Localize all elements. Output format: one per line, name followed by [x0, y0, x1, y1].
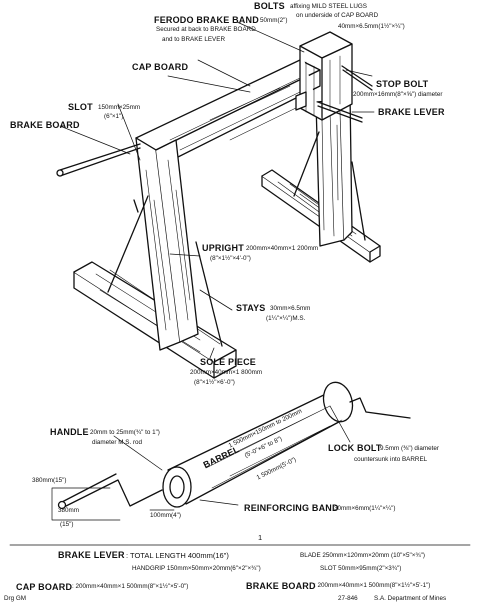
right-stays [293, 131, 366, 241]
label-sole-piece-title: SOLE PIECE [200, 357, 257, 367]
label-stop-bolt-title: STOP BOLT [376, 79, 429, 89]
label-upright-dims2: (8"×1½"×4'-0") [210, 255, 251, 262]
label-slot-dims2: (6"×1") [104, 113, 124, 120]
label-ferodo-dim: 50mm(2") [260, 17, 288, 24]
label-dim-380a: 380mm(15") [32, 477, 67, 484]
label-bolts-line2: on underside of CAP BOARD [296, 12, 379, 19]
legend-handgrip: HANDGRIP 150mm×50mm×20mm(6"×2"×¾") [132, 565, 261, 572]
label-stays-dims1: 30mm×6.5mm [270, 305, 311, 312]
label-cap-board: CAP BOARD [132, 62, 189, 72]
slot-pin [133, 199, 139, 213]
legend-blade: BLADE 250mm×120mm×20mm (10"×5"×¾") [300, 552, 426, 559]
label-lock-bolt-title: LOCK BOLT [328, 443, 382, 453]
label-handle-title: HANDLE [50, 427, 89, 437]
label-upright-title: UPRIGHT [202, 243, 244, 253]
brake-board-top [295, 31, 353, 121]
legend-cap-board-text: : 200mm×40mm×1 500mm(8"×1½"×5'-0") [72, 583, 189, 590]
barrel-handle [61, 479, 163, 509]
barrel [162, 381, 354, 508]
source-credit: S.A. Department of Mines [374, 595, 447, 602]
label-slot-title: SLOT [68, 102, 93, 112]
legend-brake-lever-title: BRAKE LEVER [58, 550, 125, 560]
label-bolts-dims: 40mm×6.5mm(1½"×¼") [338, 23, 405, 30]
legend-brake-board-text: : 200mm×40mm×1 500mm(8"×1½"×5'-1") [314, 582, 431, 589]
stop-bolt [341, 65, 373, 91]
legend-cap-board-title: CAP BOARD [16, 582, 73, 592]
label-dim-380b: 380mm [58, 507, 79, 514]
label-sole-piece-dims1: 200mm×40mm×1 800mm [190, 369, 263, 376]
label-reinforcing-title: REINFORCING BAND [244, 503, 339, 513]
drawing-number: Drg GM [4, 595, 27, 602]
label-lock-bolt-dims1: 9.5mm (⅜") diameter [380, 445, 439, 452]
reference-number: 27-846 [338, 595, 358, 602]
label-handle-dims2: diameter M.S. rod [92, 439, 143, 446]
frame-handle [59, 143, 141, 177]
label-stays-title: STAYS [236, 303, 266, 313]
legend-brake-lever-text: : TOTAL LENGTH 400mm(16") [126, 551, 229, 560]
label-lock-bolt-dims2: countersunk into BARREL [354, 456, 428, 463]
label-upright-dims1: 200mm×40mm×1 200mm [246, 245, 319, 252]
label-brake-lever: BRAKE LEVER [378, 107, 445, 117]
label-dim-15: (15") [60, 521, 74, 528]
label-reinforcing-dims: 30mm×6mm(1¼"×¼") [334, 505, 396, 512]
label-stop-bolt-dims: 200mm×16mm(8"×⅝") diameter [353, 91, 443, 98]
legend-slot: SLOT 50mm×95mm(2"×3¾") [320, 565, 402, 572]
label-bolts-line1: affixing MILD STEEL LUGS [290, 3, 367, 10]
label-ferodo-line2: and to BRAKE LEVER [162, 36, 226, 43]
label-bolts-title: BOLTS [254, 1, 285, 11]
label-brake-board: BRAKE BOARD [10, 120, 80, 130]
label-slot-dims1: 150mm×25mm [98, 104, 141, 111]
label-dim-100: 100mm(4") [150, 512, 181, 519]
label-sole-piece-dims2: (8"×1½"×6'-0") [194, 379, 235, 386]
label-ferodo-line1: Secured at back to BRAKE BOARD [156, 26, 256, 33]
figure-mark: 1 [258, 533, 263, 542]
left-stays [107, 195, 223, 347]
label-stays-dims2: (1¼"×¼")M.S. [266, 315, 306, 322]
label-ferodo-title: FERODO BRAKE BAND [154, 15, 259, 25]
barrel-axle [349, 397, 411, 419]
brake-lever [317, 101, 363, 123]
label-handle-dims1: 20mm to 25mm(¾" to 1") [90, 429, 160, 436]
left-upright [135, 137, 199, 351]
legend-brake-board-title: BRAKE BOARD [246, 581, 316, 591]
